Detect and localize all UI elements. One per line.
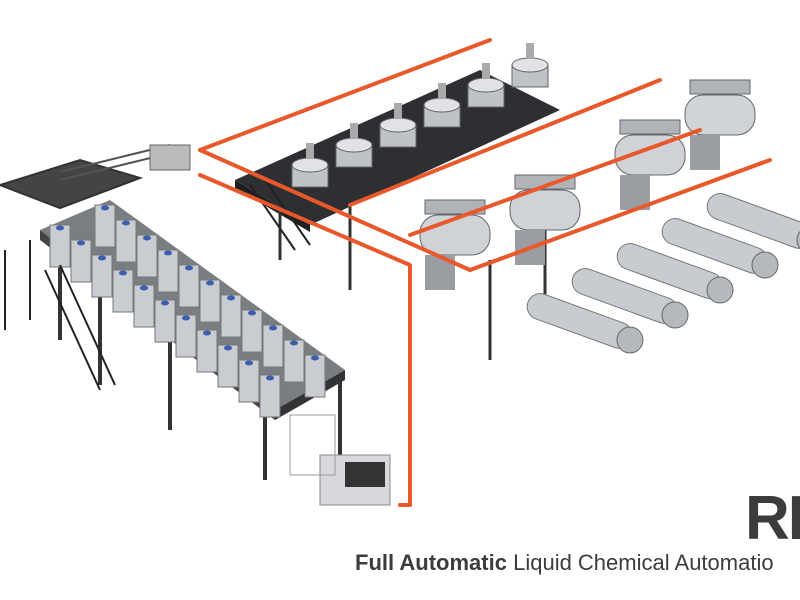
ibc-tank xyxy=(262,324,284,368)
ibc-tank xyxy=(133,284,155,328)
ibc-tank xyxy=(115,219,137,263)
reactor-tank xyxy=(335,123,373,168)
ibc-tank xyxy=(157,249,179,293)
dosing-station xyxy=(149,144,391,506)
ibc-tank xyxy=(91,254,113,298)
ibc-tank-grid xyxy=(49,204,326,418)
ibc-tank xyxy=(196,329,218,373)
tube-dyeing-machine xyxy=(706,193,800,250)
ibc-tank xyxy=(154,299,176,343)
reactor-tank xyxy=(511,43,549,88)
tube-dyeing-machine xyxy=(526,293,644,354)
tube-dyeing-machine xyxy=(571,268,689,329)
ibc-tank xyxy=(241,309,263,353)
tube-dyeing-machine xyxy=(616,243,734,304)
brand-logo: RD xyxy=(745,484,800,553)
ibc-tank xyxy=(259,374,281,418)
ibc-tank xyxy=(283,339,305,383)
ibc-tank xyxy=(178,264,200,308)
tube-machines xyxy=(526,193,800,354)
ibc-tank xyxy=(199,279,221,323)
tagline: Full Automatic Liquid Chemical Automatio xyxy=(355,552,774,574)
ibc-tank xyxy=(175,314,197,358)
chemical-pipeline xyxy=(198,38,772,507)
ibc-tank xyxy=(304,354,326,398)
ibc-tank xyxy=(94,204,116,248)
reactor-tank xyxy=(467,63,505,108)
left-stairs xyxy=(4,240,116,391)
ibc-tank xyxy=(217,344,239,388)
reactor-tank xyxy=(379,103,417,148)
reactor-tank xyxy=(423,83,461,128)
tank-platform xyxy=(40,200,345,480)
tube-dyeing-machine xyxy=(661,218,779,279)
ibc-tank xyxy=(220,294,242,338)
dyeing-machine xyxy=(684,79,756,170)
reactor-row xyxy=(291,43,549,188)
elevated-walkway xyxy=(0,144,176,210)
ibc-tank xyxy=(70,239,92,283)
ibc-tank xyxy=(112,269,134,313)
ibc-tank xyxy=(238,359,260,403)
dyeing-machine xyxy=(419,199,491,290)
reactor-tank xyxy=(291,143,329,188)
tagline-bold: Full Automatic xyxy=(355,550,507,575)
dyeing-machine xyxy=(509,174,581,265)
ibc-tank xyxy=(49,224,71,268)
ibc-tank xyxy=(136,234,158,278)
reactor-platform xyxy=(235,43,560,360)
tagline-regular: Liquid Chemical Automatio xyxy=(513,550,774,575)
